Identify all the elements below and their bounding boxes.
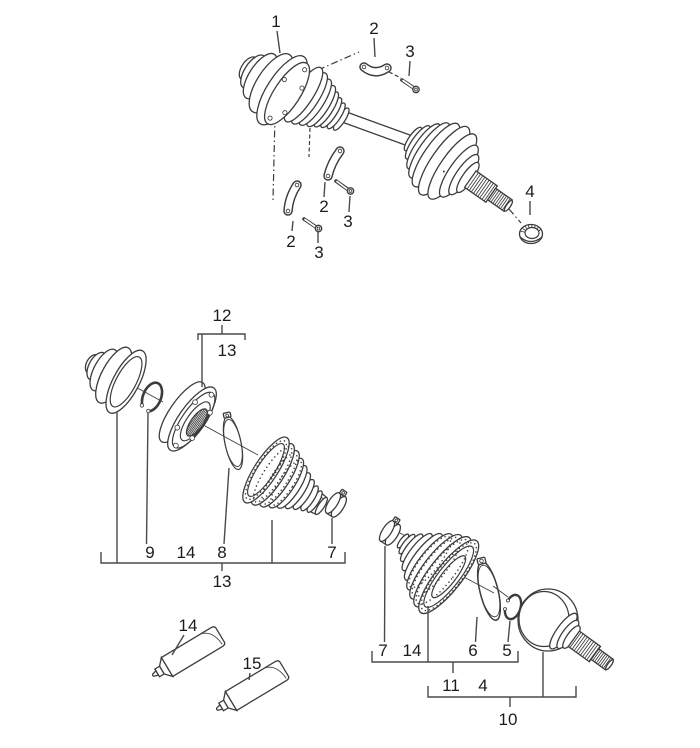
joint-flange-cup <box>238 52 311 126</box>
callout-2-middle: 2 <box>319 197 328 216</box>
callout-1: 1 <box>271 12 280 31</box>
callout-2-lower: 2 <box>286 232 295 251</box>
callout-14-middle: 14 <box>177 543 196 562</box>
callout-5: 5 <box>502 641 511 660</box>
bracket-10 <box>427 686 577 698</box>
grease-tube-14 <box>151 626 226 678</box>
outer-cv-joint-kit: 7 14 6 5 11 4 10 <box>371 516 615 729</box>
boot-clamp-7-middle <box>324 488 348 518</box>
leader-7-right <box>383 545 386 643</box>
callout-8: 8 <box>217 543 226 562</box>
axis-flange-boot <box>195 420 259 456</box>
callout-10: 10 <box>499 710 518 729</box>
leader-2-lower <box>291 220 294 232</box>
leader-3-middle <box>348 195 351 213</box>
inner-joint-boot <box>283 66 350 131</box>
leader-tube-15 <box>248 672 251 681</box>
centerline-lower <box>272 115 276 201</box>
leader-8 <box>223 467 230 545</box>
outer-cv-joint <box>517 588 615 671</box>
cv-boot-right <box>396 532 480 615</box>
callout-6: 6 <box>468 641 477 660</box>
leader-2-middle <box>323 181 326 198</box>
leader-9 <box>145 412 149 545</box>
grease-tube-15 <box>215 660 290 712</box>
circlip-9 <box>139 381 164 415</box>
callout-9: 9 <box>145 543 154 562</box>
callout-3-top: 3 <box>405 42 414 61</box>
centerline-clamp-to-bolt <box>388 71 402 79</box>
bolt-top <box>400 78 420 94</box>
callout-4: 4 <box>525 182 534 201</box>
callout-13-upper: 13 <box>218 341 237 360</box>
centerline-flange-to-clamp <box>317 51 360 71</box>
cv-joint-flange <box>158 381 217 452</box>
centerline-shaft-to-nut <box>508 208 522 224</box>
callout-4-group: 4 <box>478 676 487 695</box>
callout-7-middle: 7 <box>327 543 336 562</box>
callout-12: 12 <box>213 306 232 325</box>
leader-1 <box>276 30 281 54</box>
clamp-ring-6 <box>476 556 502 621</box>
leader-2-top <box>373 37 376 58</box>
grease-tubes: 14 15 <box>151 616 290 712</box>
clamp-bracket-middle <box>323 146 345 181</box>
dust-cap <box>84 346 147 414</box>
callout-11: 11 <box>442 676 460 695</box>
bracket-13 <box>100 552 346 564</box>
callout-3-lower: 3 <box>314 243 323 262</box>
axle-nut <box>518 223 544 245</box>
axle-shaft-assembly: 1 2 3 2 3 2 3 4 <box>238 12 544 262</box>
inner-cv-joint-kit: 12 13 9 14 8 7 13 <box>84 306 348 591</box>
clamp-bracket-top <box>359 62 392 77</box>
bracket-12-13 <box>197 333 246 340</box>
axis-ring-circlip <box>492 585 509 598</box>
leader-3-top <box>408 60 411 77</box>
callout-3-middle: 3 <box>343 212 352 231</box>
callout-2-top: 2 <box>369 19 378 38</box>
bolt-lower <box>302 217 323 233</box>
outer-joint-and-boot <box>403 122 514 213</box>
callout-14-tube: 14 <box>179 616 198 635</box>
leader-5 <box>507 620 511 643</box>
clamp-ring-8 <box>222 411 244 471</box>
leader-6 <box>474 616 478 643</box>
callout-14-right: 14 <box>403 641 422 660</box>
boot-clamp-7-right <box>378 516 402 546</box>
bracket-11-4 <box>371 651 519 663</box>
clamp-bracket-lower <box>283 180 302 216</box>
callout-7-right: 7 <box>378 641 387 660</box>
bolt-middle <box>334 179 355 195</box>
cv-boot-middle <box>242 436 329 516</box>
callout-15: 15 <box>243 654 262 673</box>
centerline-mid <box>308 127 311 158</box>
leader-tube-14 <box>171 634 185 656</box>
callout-13-lower: 13 <box>213 572 232 591</box>
